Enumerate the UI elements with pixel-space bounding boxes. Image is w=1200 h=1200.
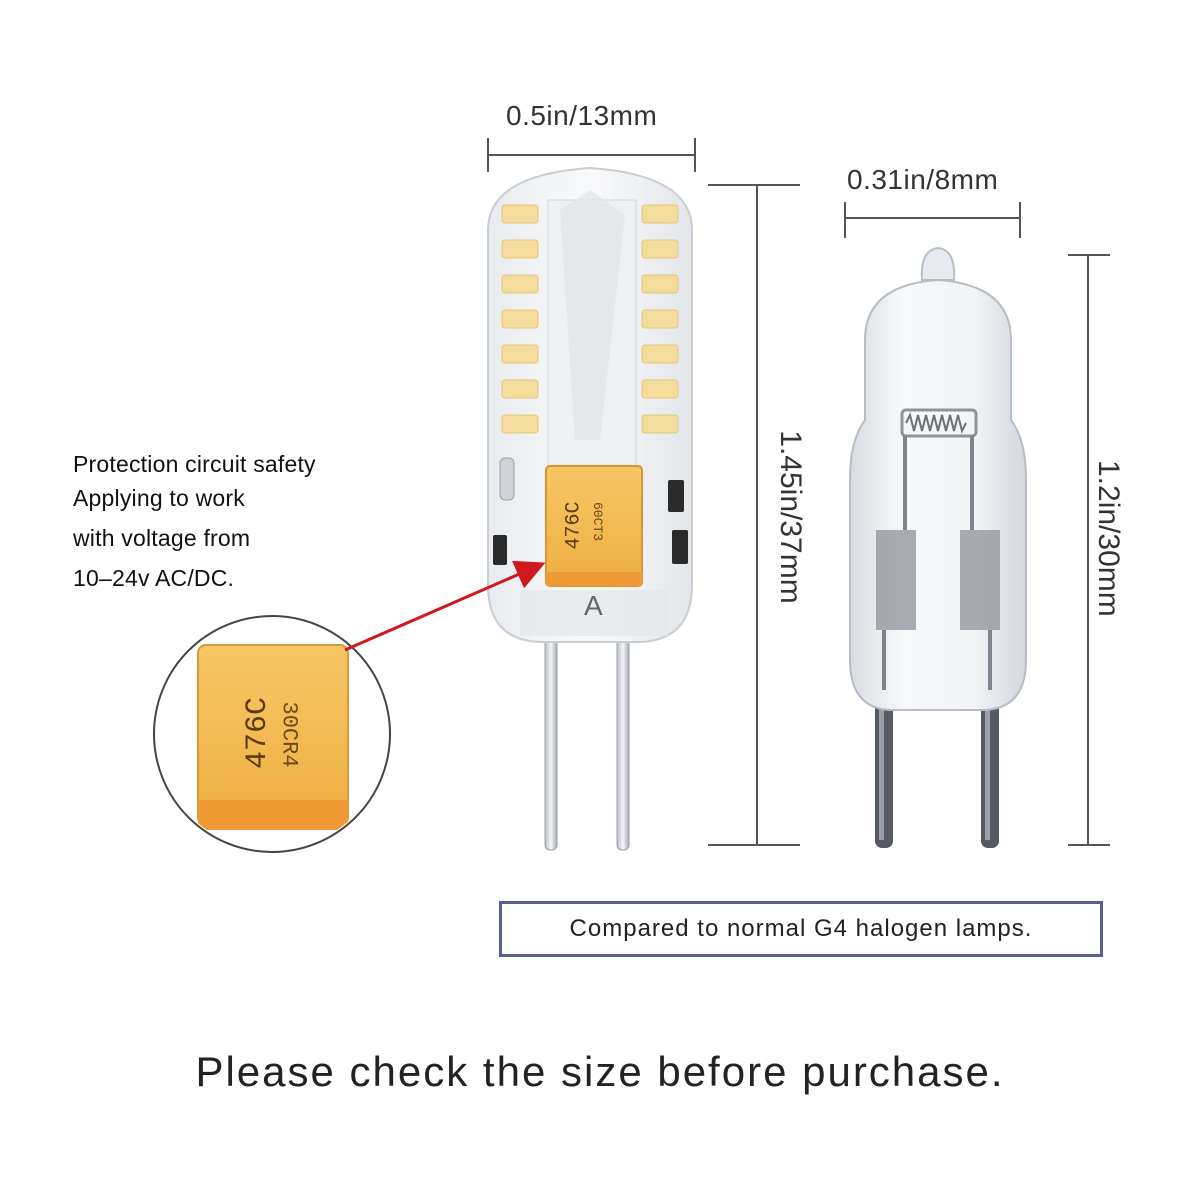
capacitor-marking: 476C 60CT3 bbox=[556, 480, 632, 570]
compare-note-text: Compared to normal G4 halogen lamps. bbox=[569, 915, 1033, 942]
halogen-width-label: 0.31in/8mm bbox=[847, 164, 999, 195]
halogen-height-label: 1.2in/30mm bbox=[1092, 460, 1125, 617]
led-height-label: 1.45in/37mm bbox=[774, 430, 807, 604]
compare-note-box: Compared to normal G4 halogen lamps. bbox=[499, 901, 1103, 957]
callout-line-2: Applying to work bbox=[73, 485, 245, 511]
led-bulb-icon bbox=[487, 166, 693, 851]
callout-text: Protection circuit safety Applying to wo… bbox=[73, 444, 316, 598]
footer-note: Please check the size before purchase. bbox=[195, 1048, 1005, 1095]
halogen-bulb-icon bbox=[849, 246, 1027, 848]
base-letter: A bbox=[584, 590, 603, 621]
magnifier-circle-icon bbox=[153, 615, 391, 853]
callout-arrow bbox=[344, 560, 546, 652]
callout-line-3: with voltage from bbox=[73, 525, 251, 551]
callout-line-1: Protection circuit safety bbox=[73, 451, 316, 477]
capacitor-code-main: 476C bbox=[562, 501, 586, 550]
zoom-code-small: 30CR4 bbox=[276, 701, 302, 768]
callout-line-4: 10–24v AC/DC. bbox=[73, 565, 235, 591]
led-width-label: 0.5in/13mm bbox=[506, 100, 658, 131]
capacitor-code-small: 60CT3 bbox=[590, 501, 606, 542]
zoom-code-main: 476C bbox=[241, 696, 276, 770]
dimension-lines bbox=[487, 138, 1110, 846]
